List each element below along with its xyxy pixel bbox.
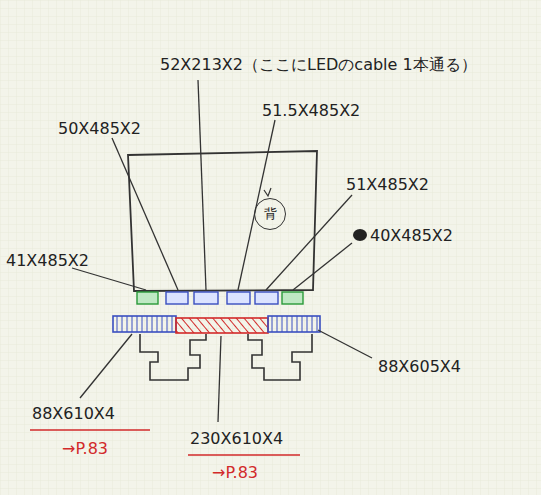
dimension-label: 51X485X2 <box>346 176 429 194</box>
dimension-label: 51.5X485X2 <box>262 102 360 120</box>
dimension-label: 41X485X2 <box>6 252 89 270</box>
page-reference: →P.83 <box>62 440 108 458</box>
page-reference: →P.83 <box>212 464 258 482</box>
dimension-label: 52X213X2（ここにLEDのcable 1本通る） <box>160 56 477 74</box>
note-circle: 背 <box>254 198 286 230</box>
dimension-label: 230X610X4 <box>190 430 283 448</box>
dimension-label: 40X485X2 <box>370 227 453 245</box>
dimension-label: 50X485X2 <box>58 120 141 138</box>
circle-note: 背 <box>264 205 277 223</box>
dimension-label: 88X610X4 <box>32 405 115 423</box>
dimension-label: 88X605X4 <box>378 358 461 376</box>
